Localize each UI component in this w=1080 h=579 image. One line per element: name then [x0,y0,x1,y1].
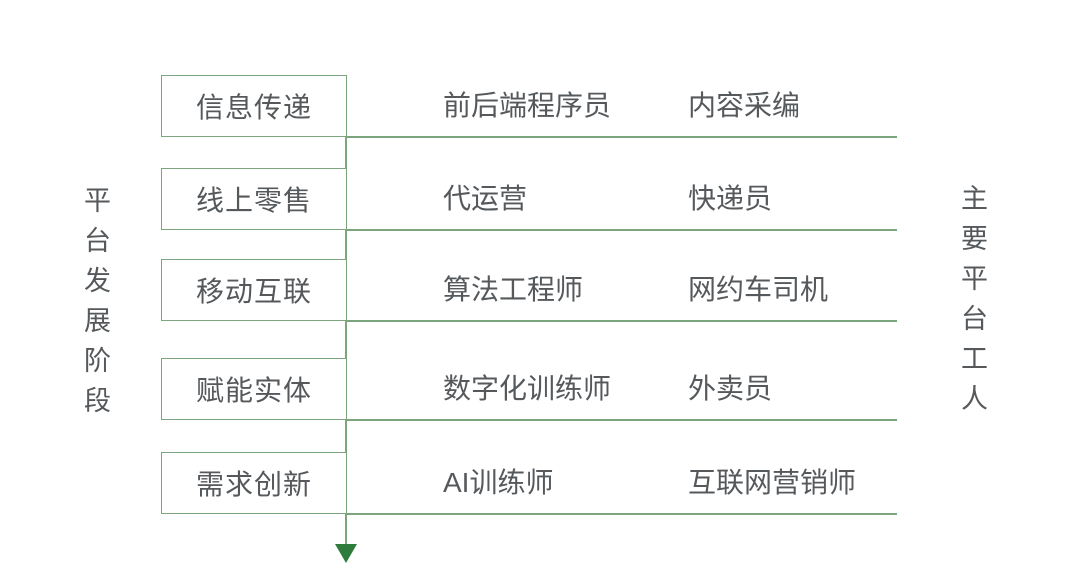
job-label: 外卖员 [688,373,773,404]
stage-row-3: 移动互联 算法工程师 网约车司机 [161,259,897,322]
stage-row-4: 赋能实体 数字化训练师 外卖员 [161,358,897,421]
stage-box: 线上零售 [161,168,347,230]
job-label: 互联网营销师 [688,467,857,498]
job-label: 前后端程序员 [443,90,612,121]
stage-box: 信息传递 [161,75,347,137]
job-label: 数字化训练师 [443,373,612,404]
stage-label: 赋能实体 [195,375,312,406]
stage-box: 移动互联 [161,259,347,321]
job-label: 网约车司机 [688,274,829,305]
row-divider [346,136,897,138]
job-label: 快递员 [688,183,773,214]
row-divider [346,320,897,322]
row-divider [346,513,897,515]
job-label: 内容采编 [688,90,801,121]
stage-row-5: 需求创新 AI训练师 互联网营销师 [161,452,897,515]
stage-box: 需求创新 [161,452,347,514]
stage-label: 移动互联 [195,276,312,307]
stage-label: 需求创新 [195,469,312,500]
platform-stages-axis-label: 平台发展阶段 [80,186,110,426]
job-label: 代运营 [443,183,528,214]
stage-row-2: 线上零售 代运营 快递员 [161,168,897,231]
row-divider [346,419,897,421]
stage-box: 赋能实体 [161,358,347,420]
stage-row-1: 信息传递 前后端程序员 内容采编 [161,75,897,138]
job-label: 算法工程师 [443,274,584,305]
stage-label: 信息传递 [195,92,312,123]
down-arrow-icon [335,544,357,563]
row-divider [346,229,897,231]
platform-workers-axis-label: 主要平台工人 [957,184,987,424]
stage-label: 线上零售 [195,185,312,216]
job-label: AI训练师 [443,467,554,498]
